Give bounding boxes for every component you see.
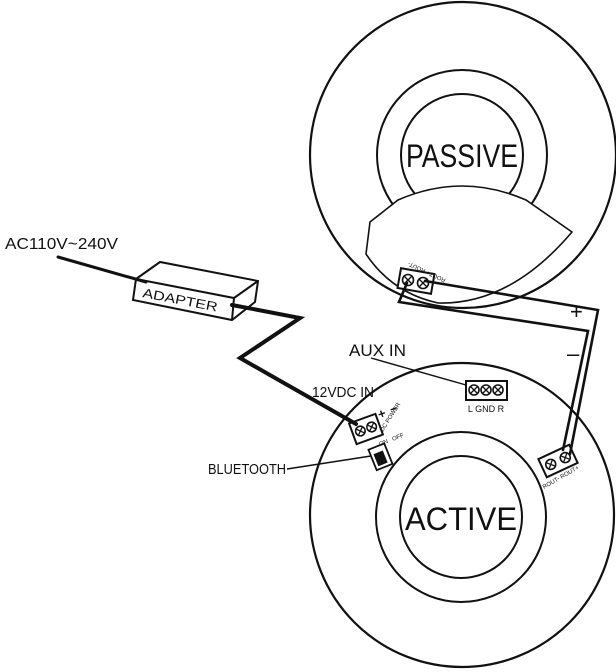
active-speaker-label: ACTIVE (405, 501, 517, 537)
active-speaker-cone-outer (375, 431, 547, 603)
active-speaker: ACTIVE L GND R (308, 361, 616, 669)
aux-in-terminal (465, 380, 508, 401)
terminal-screw-icon (492, 384, 504, 396)
aux-terminal-label: L GND R (468, 404, 505, 414)
speaker-cable-positive (423, 279, 600, 456)
aux-in-callout: AUX IN (349, 341, 406, 360)
bluetooth-leader (286, 455, 372, 470)
passive-speaker-outer-ring (308, 0, 616, 310)
callout-leaders (286, 357, 467, 470)
active-speaker-out-terminal (537, 443, 579, 479)
wire-minus-label: – (567, 341, 580, 366)
terminal-screw-icon (480, 384, 492, 396)
terminal-screw-icon (354, 425, 366, 437)
passive-speaker: PASSIVE ROUT+ ROUT- (308, 0, 616, 310)
speaker-cable-negative (397, 281, 590, 452)
bluetooth-switch (367, 442, 394, 472)
terminal-screw-icon (544, 458, 557, 471)
dc-output-cable (230, 303, 358, 426)
aux-in-leader (370, 357, 467, 386)
ac-input-callout: AC110V~240V (5, 236, 118, 253)
terminal-screw-icon (366, 421, 378, 433)
active-speaker-cone-inner (399, 455, 523, 579)
bluetooth-callout: BLUETOOTH (208, 461, 286, 478)
passive-speaker-label: PASSIVE (406, 138, 518, 174)
power-adapter: ADAPTER (131, 260, 260, 322)
dc-input-callout: 12VDC IN (312, 384, 374, 401)
terminal-screw-icon (468, 384, 480, 396)
wire-plus-label: + (570, 299, 583, 324)
terminal-screw-icon (559, 451, 572, 464)
bluetooth-switch-on-label: ON (379, 439, 390, 448)
ac-mains-cable (56, 255, 148, 284)
dc-power-terminal (347, 412, 385, 446)
active-speaker-outer-ring (308, 361, 616, 669)
bluetooth-switch-off-label: OFF (392, 433, 406, 443)
terminal-screw-icon (401, 273, 415, 287)
passive-speaker-terminal (396, 267, 436, 295)
cables (56, 255, 600, 456)
